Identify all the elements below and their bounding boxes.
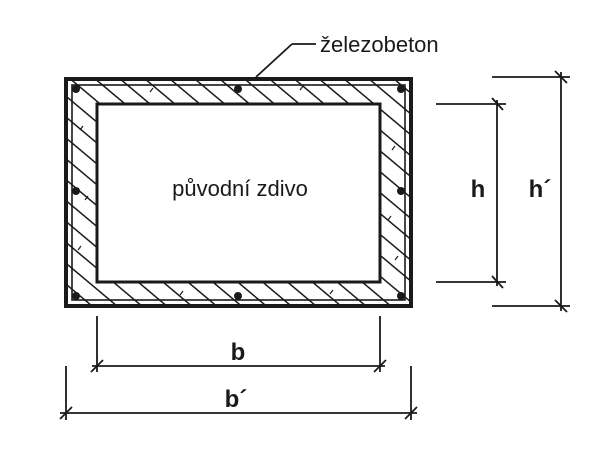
dimension-h-prime	[492, 70, 570, 313]
dimension-b-prime	[59, 366, 418, 420]
dim-b-label: b	[231, 339, 246, 366]
original-masonry: původní zdivo	[172, 176, 308, 201]
dimension-h	[436, 97, 506, 289]
dim-h-prime-label: h´	[529, 176, 552, 203]
material-label: železobeton	[320, 32, 439, 57]
rebar-markers	[72, 85, 405, 300]
dim-b-prime-label: b´	[225, 386, 248, 413]
dim-h-label: h	[471, 176, 486, 203]
dimension-b	[90, 316, 387, 373]
inner-label: původní zdivo	[172, 176, 308, 201]
concrete-jacket	[64, 77, 413, 308]
material-leader: železobeton	[255, 32, 439, 78]
